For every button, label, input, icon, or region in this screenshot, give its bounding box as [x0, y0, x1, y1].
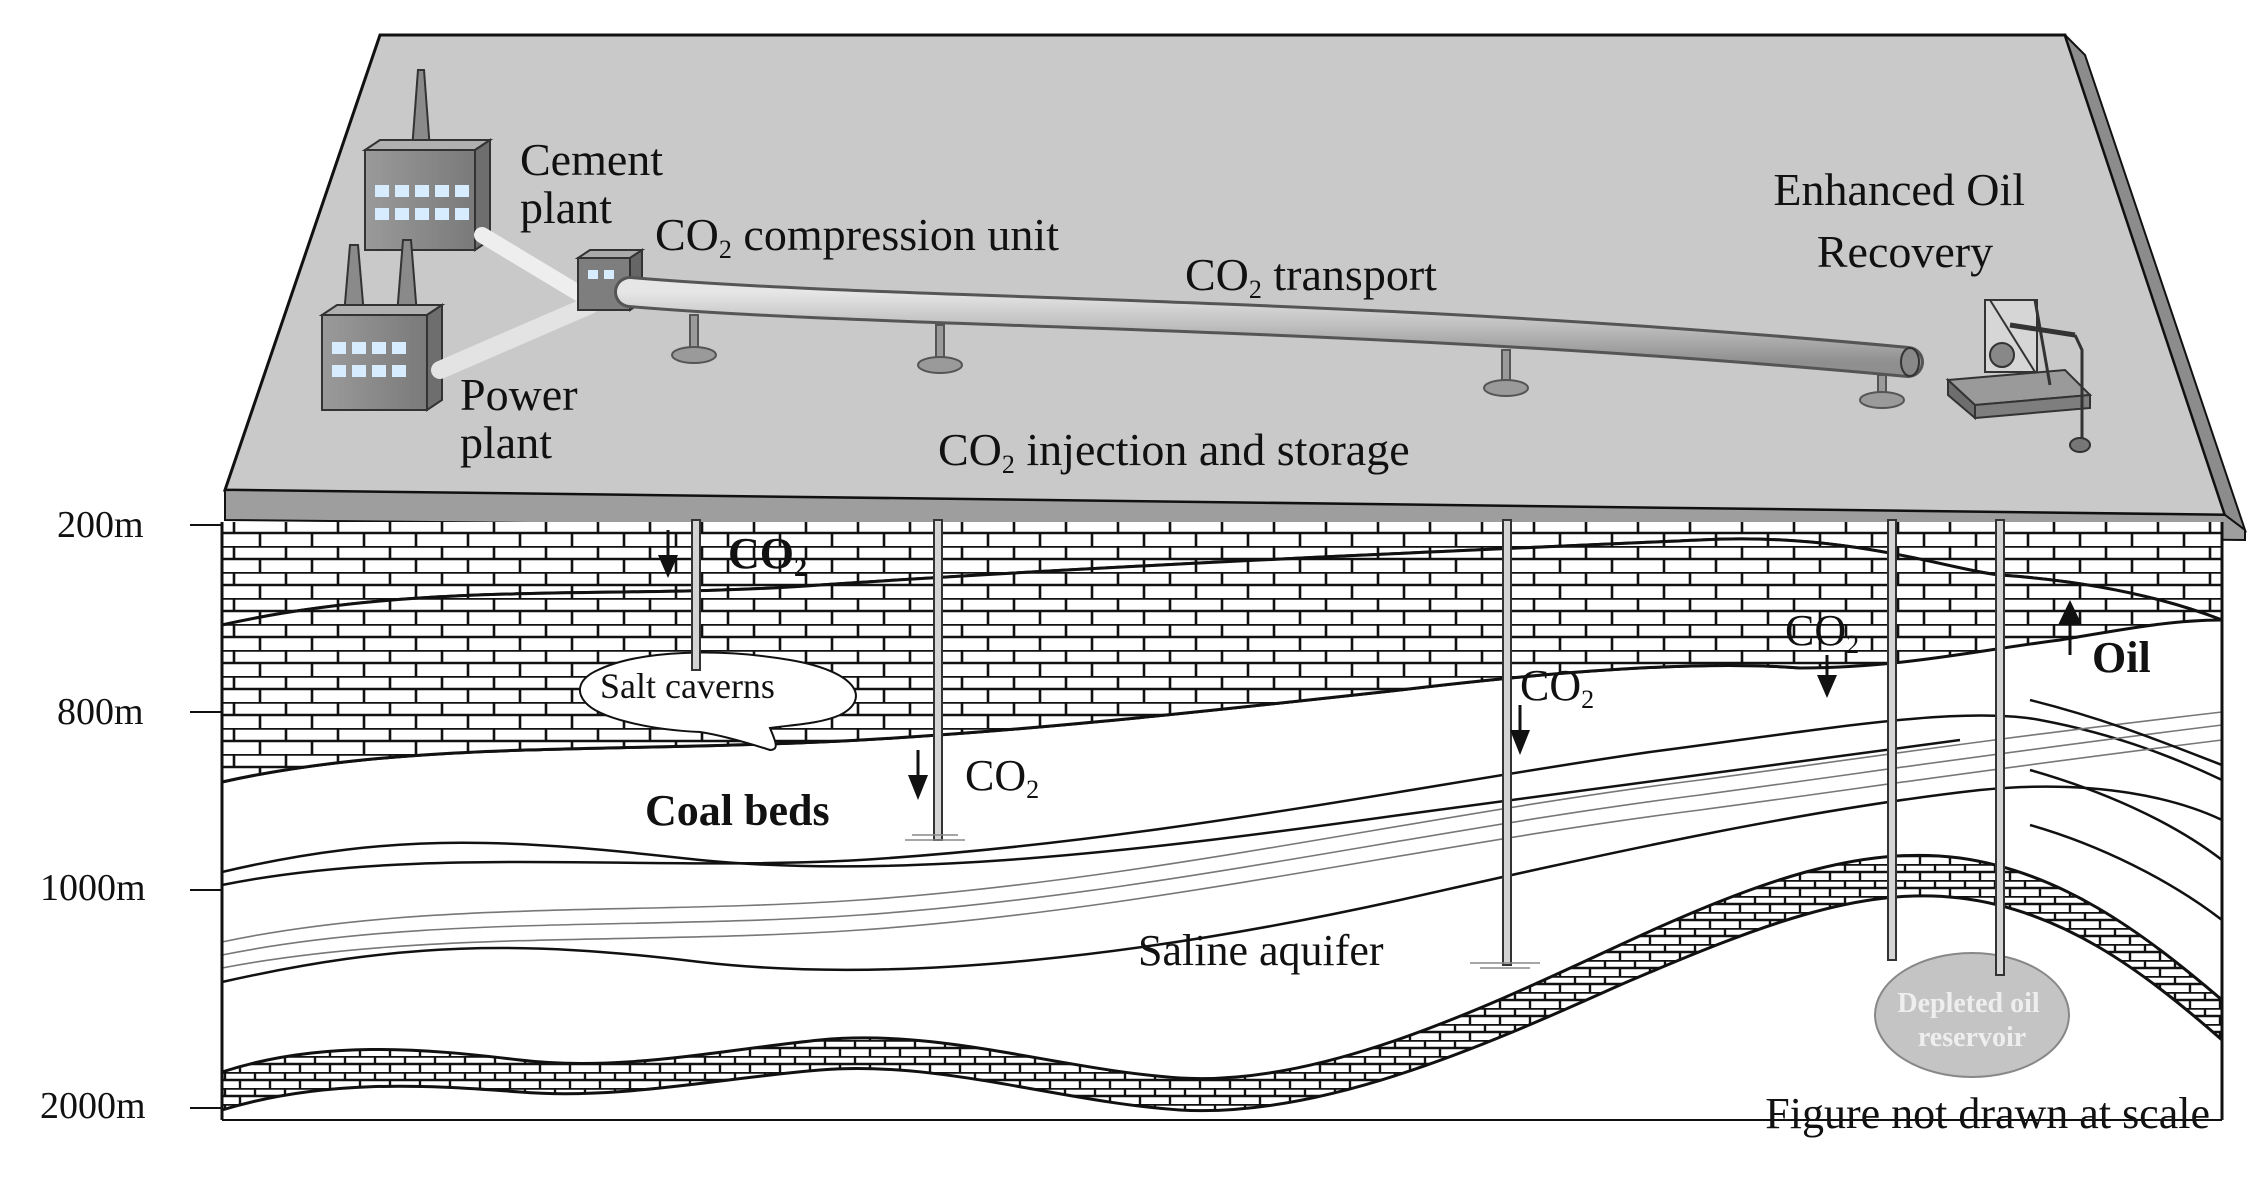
salt-caverns-label: Salt caverns	[600, 666, 775, 706]
oil-pumpjack-icon	[1945, 299, 2093, 453]
cement-plant-label: Cement plant	[520, 134, 675, 233]
compression-unit-label: CO2 compression unit	[655, 209, 1059, 264]
well-tips	[905, 834, 1540, 969]
co2-arrow-2	[908, 750, 928, 800]
power-plant-label: Power plant	[460, 369, 589, 468]
oil-arrow	[2058, 600, 2082, 655]
injection-wells	[691, 519, 2005, 976]
co2-transport-label: CO2 transport	[1185, 249, 1437, 304]
eor-label: Enhanced Oil Recovery	[1773, 164, 2036, 277]
co2-pipeline	[614, 276, 1924, 409]
co2-label-coal: CO2	[965, 751, 1039, 804]
co2-arrow-4	[1817, 655, 1837, 698]
feed-pipes	[431, 227, 599, 379]
cement-plant-icon	[361, 69, 494, 252]
oil-label: Oil	[2092, 633, 2151, 682]
depleted-reservoir-label: Depleted oil reservoir	[1897, 988, 2046, 1053]
co2-label-reservoir: CO2	[1785, 606, 1859, 659]
depth-ticks	[190, 524, 222, 1109]
depth-label-200m: 200m	[57, 504, 144, 546]
co2-label-salt: CO2	[728, 529, 807, 582]
depth-label-800m: 800m	[57, 691, 144, 733]
saline-aquifer-label: Saline aquifer	[1138, 926, 1384, 975]
co2-injection-storage-label: CO2 injection and storage	[938, 424, 1410, 479]
coal-beds-label: Coal beds	[645, 786, 830, 835]
co2-label-aquifer: CO2	[1520, 661, 1594, 714]
depth-label-2000m: 2000m	[40, 1085, 146, 1127]
power-plant-icon	[318, 239, 446, 412]
salt-cavern-shape	[578, 651, 857, 752]
scale-note: Figure not drawn at scale	[1765, 1089, 2210, 1138]
co2-arrow-3	[1510, 705, 1530, 755]
depleted-reservoir-shape	[1874, 952, 2070, 1078]
co2-arrow-1	[658, 530, 678, 578]
depth-label-1000m: 1000m	[40, 867, 146, 909]
